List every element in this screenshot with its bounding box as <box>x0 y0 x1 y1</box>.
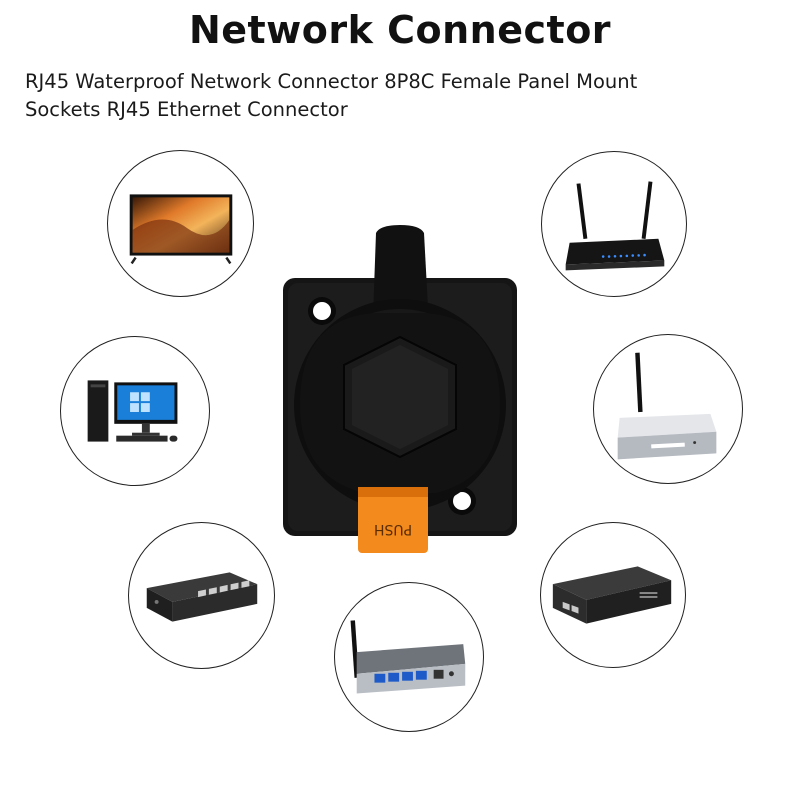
network-switch-icon <box>146 572 258 622</box>
desktop-computer-circle <box>60 336 210 486</box>
wifi-router-circle <box>541 151 687 297</box>
tv-device-circle <box>107 150 254 297</box>
router-circle <box>334 582 484 732</box>
desktop-computer-icon <box>87 380 178 442</box>
rj45-connector-icon: PUSH <box>283 225 517 553</box>
router-icon <box>350 620 466 694</box>
rj45-connector-image: PUSH <box>280 225 520 560</box>
network-switch-circle-left <box>128 522 275 669</box>
product-description: RJ45 Waterproof Network Connector 8P8C F… <box>25 68 785 124</box>
network-switch-circle-right <box>540 522 686 668</box>
tv-box-circle <box>593 334 743 484</box>
tv-box-icon <box>617 352 717 460</box>
description-line-2: Sockets RJ45 Ethernet Connector <box>25 98 348 121</box>
push-tab-label: PUSH <box>374 521 412 537</box>
description-line-1: RJ45 Waterproof Network Connector 8P8C F… <box>25 70 638 93</box>
tv-icon <box>129 194 233 265</box>
wifi-router-icon <box>565 181 665 271</box>
page-title: Network Connector <box>188 8 612 52</box>
network-switch-icon <box>552 566 672 624</box>
